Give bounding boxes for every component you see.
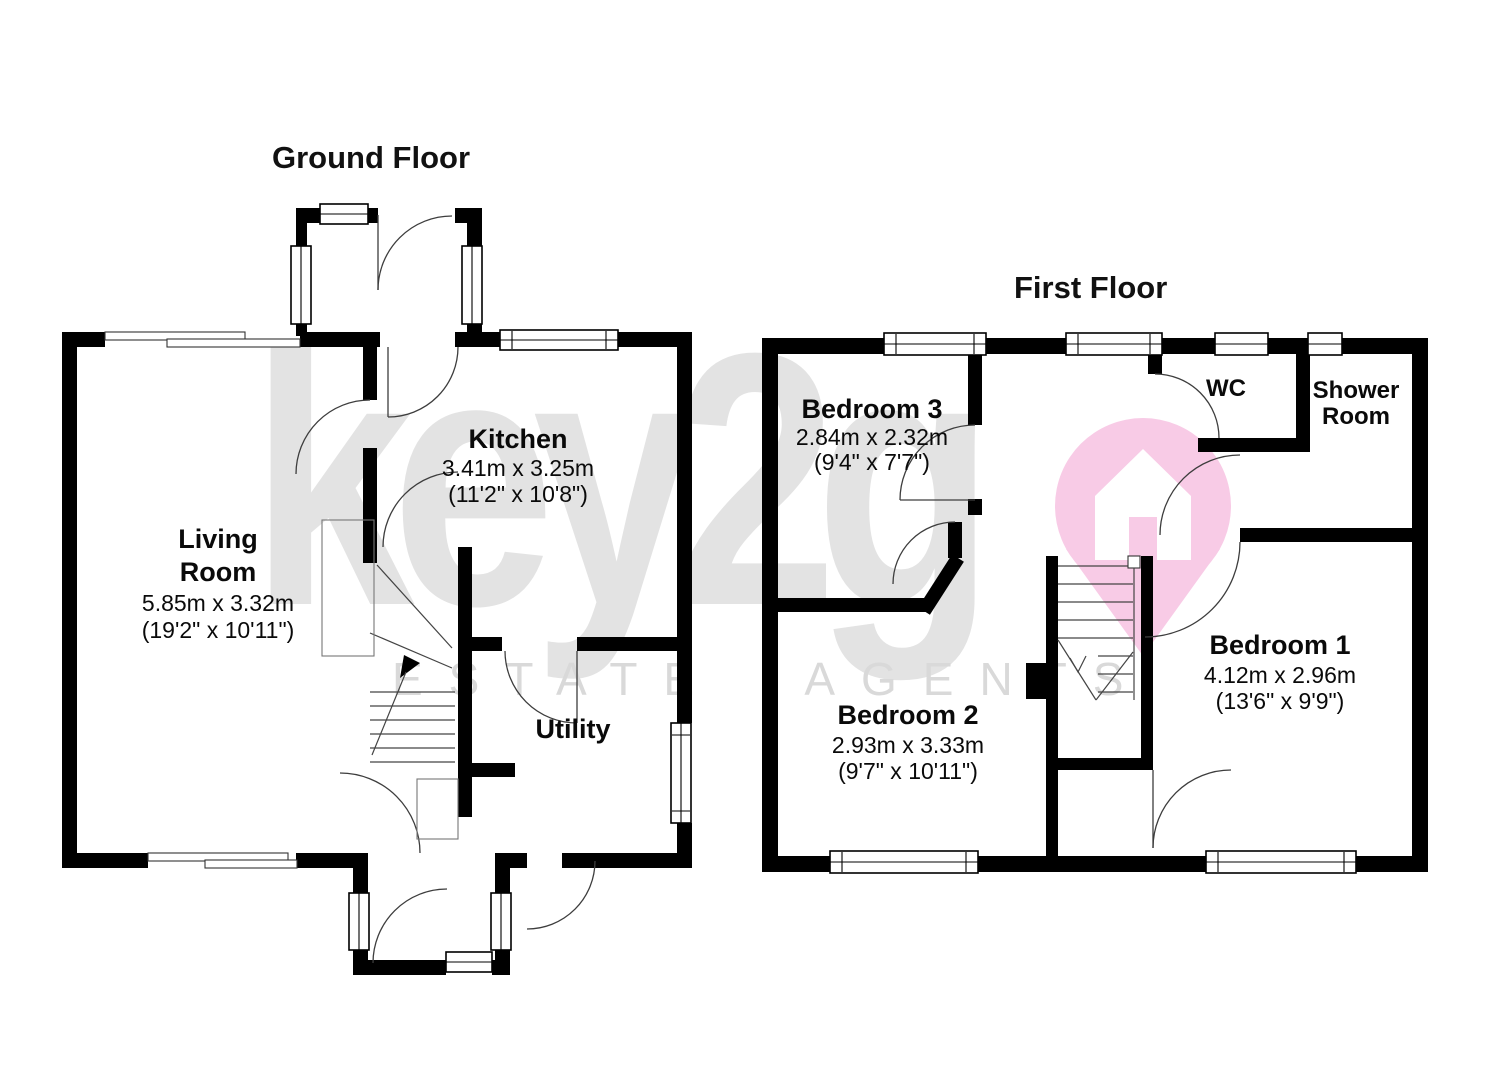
bedroom1-name: Bedroom 1 [1209, 630, 1350, 660]
lobby-windows [348, 892, 512, 973]
living-room-dims-m: 5.85m x 3.32m [142, 590, 294, 616]
bedroom3-dims-m: 2.84m x 2.32m [796, 424, 948, 450]
ground-floor-doors [295, 215, 596, 964]
bedroom2-dims-m: 2.93m x 3.33m [832, 732, 984, 758]
bedroom1-dims-ft: (13'6" x 9'9") [1216, 688, 1345, 714]
ground-floor-walls [62, 208, 692, 975]
wc-label: WC [1206, 375, 1246, 402]
kitchen-name: Kitchen [468, 424, 567, 454]
first-floor-title: First Floor [1014, 270, 1168, 305]
shower-window [1307, 332, 1343, 356]
first-floor-doors [892, 373, 1241, 849]
bedroom2-name: Bedroom 2 [837, 700, 978, 730]
living-room-dims-ft: (19'2" x 10'11") [142, 617, 295, 643]
ground-floor-stairs [369, 564, 455, 763]
bedroom1-window [1205, 850, 1357, 874]
first-floor-windows [829, 332, 1357, 874]
house-icon [1095, 449, 1191, 560]
living-room-name2: Room [180, 557, 257, 587]
landing-window [1065, 332, 1163, 356]
ground-floor-title: Ground Floor [272, 140, 471, 175]
ground-floor-windows [104, 203, 692, 973]
bedroom3-name: Bedroom 3 [801, 394, 942, 424]
kitchen-window [499, 329, 619, 351]
utility-label: Utility [535, 714, 610, 744]
shower-room-name2: Room [1322, 403, 1390, 430]
first-floor-walls [762, 338, 1428, 872]
bedroom2-window [829, 850, 979, 874]
living-room-name: Living [178, 524, 258, 554]
bedroom1-dims-m: 4.12m x 2.96m [1204, 662, 1356, 688]
bedroom3-label: Bedroom 3 2.84m x 2.32m (9'4" x 7'7") [796, 394, 948, 475]
kitchen-dims-m: 3.41m x 3.25m [442, 455, 594, 481]
kitchen-dims-ft: (11'2" x 10'8") [448, 481, 588, 507]
bedroom3-dims-ft: (9'4" x 7'7") [814, 449, 930, 475]
bedroom1-label: Bedroom 1 4.12m x 2.96m (13'6" x 9'9") [1204, 630, 1356, 714]
living-room-label: Living Room 5.85m x 3.32m (19'2" x 10'11… [142, 524, 295, 643]
bedroom3-window [883, 332, 987, 356]
shower-room-label: Shower Room [1313, 377, 1400, 430]
porch-windows [290, 203, 483, 325]
first-floor-plan: Bedroom 3 2.84m x 2.32m (9'4" x 7'7") WC… [762, 332, 1428, 874]
shower-room-name: Shower [1313, 377, 1400, 404]
watermark-tagline-text: ESTATE AGENTS [392, 653, 1150, 705]
bedroom2-label: Bedroom 2 2.93m x 3.33m (9'7" x 10'11") [832, 700, 984, 784]
ground-floor-plan: Living Room 5.85m x 3.32m (19'2" x 10'11… [62, 203, 692, 975]
wc-window [1214, 332, 1269, 356]
first-floor-stairs [1057, 555, 1141, 701]
ground-floor-fixtures [321, 519, 459, 840]
bedroom2-dims-ft: (9'7" x 10'11") [838, 758, 978, 784]
kitchen-label: Kitchen 3.41m x 3.25m (11'2" x 10'8") [442, 424, 594, 507]
utility-window [670, 722, 692, 824]
